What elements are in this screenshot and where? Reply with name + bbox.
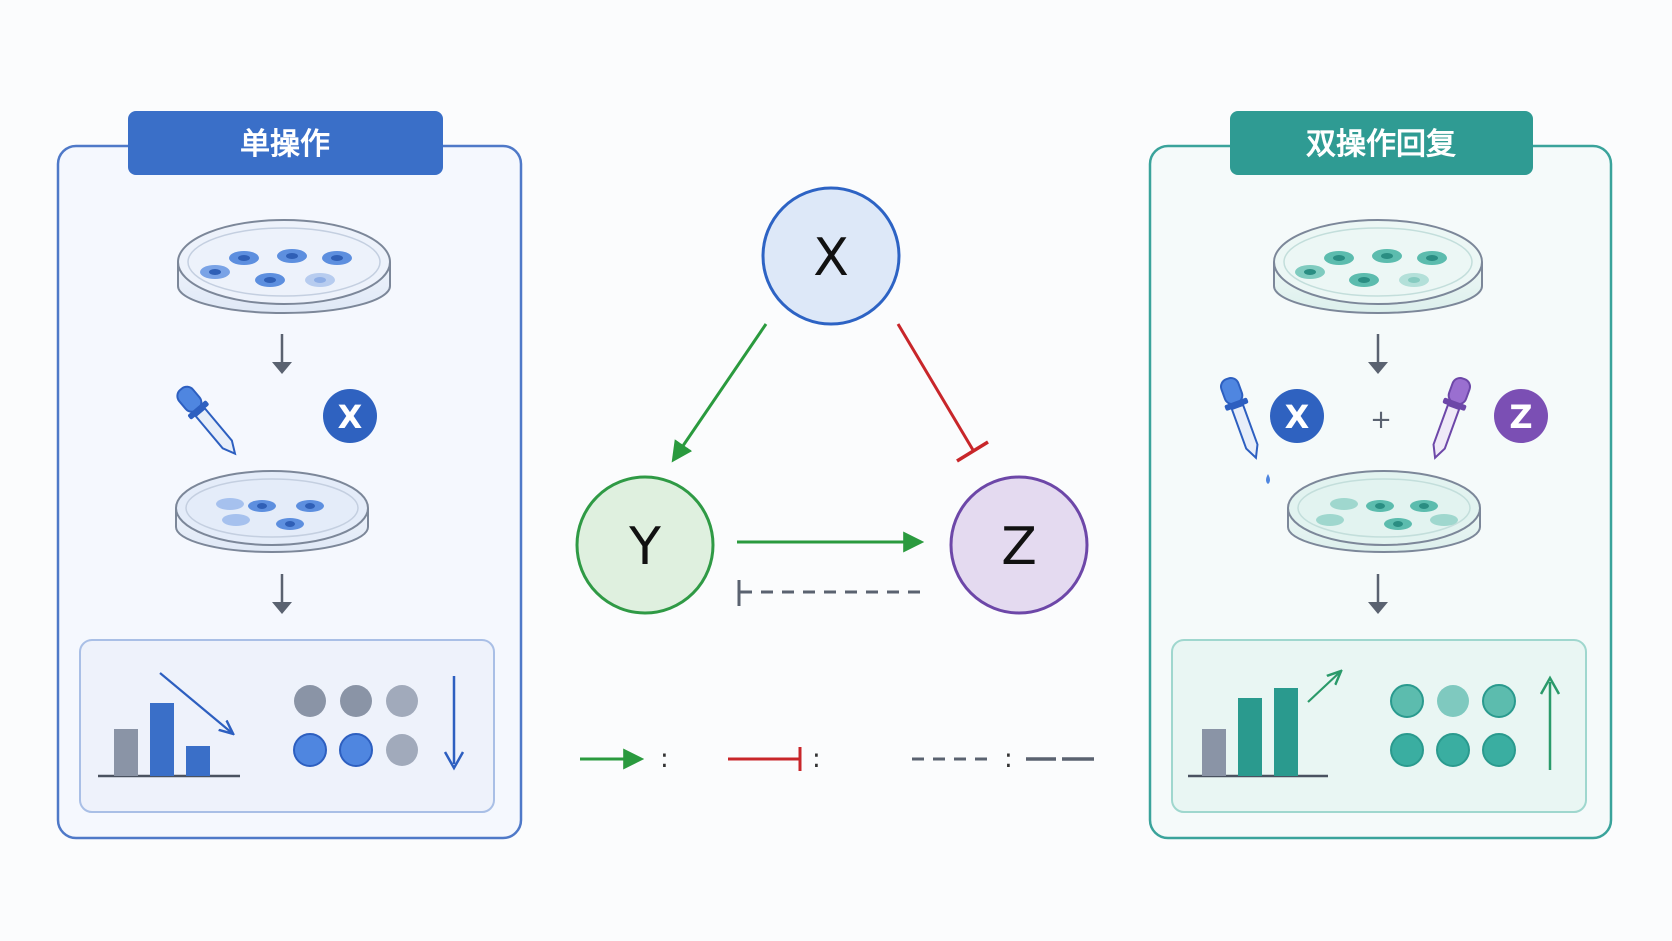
svg-text:Z: Z [1001, 517, 1037, 577]
cell [276, 518, 304, 530]
svg-text:X: X [813, 228, 849, 288]
cell-dots-icon [1390, 684, 1516, 767]
cell [1366, 500, 1394, 512]
bar-chart-icon [1188, 672, 1340, 778]
cell [1324, 251, 1354, 265]
cell [296, 500, 324, 512]
down-arrow [1368, 574, 1388, 614]
svg-text::: : [1004, 744, 1013, 774]
cell [1430, 514, 1458, 526]
cell [1410, 500, 1438, 512]
left-dish-top [177, 219, 391, 314]
reagent-z-badge: Z [1494, 389, 1548, 443]
cell [1330, 498, 1358, 510]
node-x: X [761, 186, 901, 326]
legend-activation: : [580, 744, 669, 774]
node-y: Y [575, 475, 715, 615]
dropper-x-icon [1220, 377, 1259, 460]
dropper-icon [176, 385, 237, 456]
edge-x-inhibits-z [896, 323, 989, 463]
dropper-z-icon [1432, 377, 1471, 460]
bar-mark [1238, 698, 1262, 776]
cell [322, 251, 352, 265]
cell [1372, 249, 1402, 263]
edge-z-inhibits-y-dashed [737, 580, 925, 606]
svg-text:X: X [1285, 398, 1310, 436]
bar-mark [114, 729, 138, 776]
edge-x-activates-y [671, 323, 768, 463]
left-panel: 单操作 X [56, 111, 523, 840]
reagent-x-badge: X [1270, 389, 1324, 443]
drop-icon [1266, 474, 1270, 484]
cell [1399, 273, 1429, 287]
cell [216, 498, 244, 510]
right-result-box [1171, 639, 1587, 813]
svg-text:Z: Z [1509, 398, 1532, 436]
cell [1316, 514, 1344, 526]
legend-inhibition: : [728, 744, 821, 774]
cell [305, 273, 335, 287]
cell [248, 500, 276, 512]
cell [1417, 251, 1447, 265]
bar-chart-icon [98, 672, 240, 778]
increase-arrow [1307, 672, 1340, 703]
left-result-box [79, 639, 495, 813]
up-trend-arrow-icon [1539, 675, 1561, 770]
bar-mark [150, 703, 174, 776]
cell [1384, 518, 1412, 530]
cell [1349, 273, 1379, 287]
right-panel-tab [1230, 111, 1533, 175]
right-dish-treated [1287, 470, 1481, 553]
node-z: Z [949, 475, 1089, 615]
cell [277, 249, 307, 263]
right-panel: 双操作回复 X + [1148, 111, 1613, 840]
down-arrow [1368, 334, 1388, 374]
cell [222, 514, 250, 526]
cell [1295, 265, 1325, 279]
left-panel-tab [128, 111, 443, 175]
svg-text::: : [812, 744, 821, 774]
regulatory-network: X Y Z [575, 186, 1089, 615]
right-panel-title: 双操作回复 [1306, 127, 1456, 162]
cell [200, 265, 230, 279]
plus-sign: + [1370, 405, 1392, 435]
left-panel-title: 单操作 [240, 127, 330, 162]
bar-mark [186, 746, 210, 776]
down-arrow [272, 574, 292, 614]
reagent-x-badge: X [323, 389, 377, 443]
svg-text::: : [660, 744, 669, 774]
left-dish-treated [175, 470, 369, 553]
down-trend-arrow-icon [443, 676, 465, 771]
bar-mark [1274, 688, 1298, 776]
bar-mark [1202, 729, 1226, 776]
cell [229, 251, 259, 265]
decrease-arrow [159, 672, 232, 733]
svg-text:X: X [338, 398, 363, 436]
down-arrow [272, 334, 292, 374]
legend: : : : [580, 744, 1094, 774]
legend-dashed-inhibition: : [912, 744, 1094, 774]
cell-dots-icon [293, 685, 418, 767]
right-dish-top [1273, 219, 1483, 314]
cell [255, 273, 285, 287]
svg-text:Y: Y [628, 517, 661, 577]
